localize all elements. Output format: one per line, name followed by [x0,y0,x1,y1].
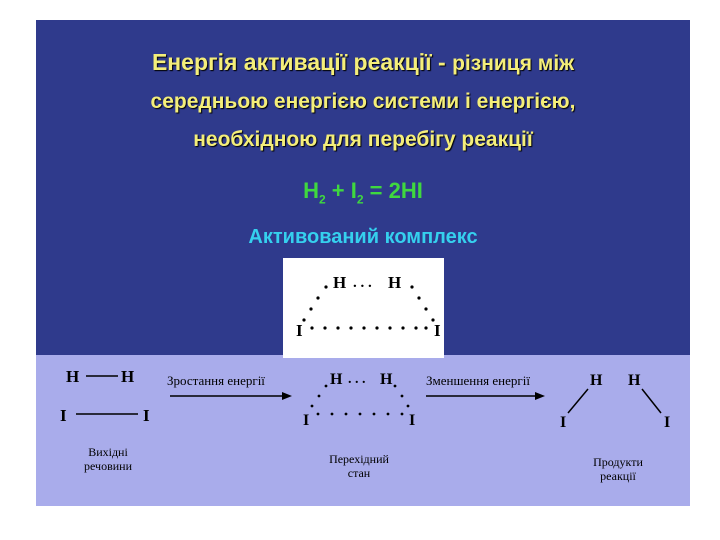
ts-i-right: I [409,412,415,429]
transition-caption-2: стан [348,466,371,480]
diagram-band [36,355,690,506]
complex-i-right: I [434,321,441,340]
reactant-i-left: I [60,406,67,425]
complex-hh-dots: . . . [353,275,372,291]
complex-i-left: I [296,321,303,340]
eq-sub2: 2 [356,192,364,207]
ts-dots [310,384,410,416]
title-rest-line1: різниця між [452,52,575,75]
slide-title: Енергія активації реакції - різниця між … [36,44,690,158]
ts-h-right: H [380,371,393,388]
ts-hh-dots: . . . [348,372,366,387]
ts-h-left: H [330,371,343,388]
transition-state-structure: H . . . H I I [303,371,415,429]
reactant-i-right: I [143,406,150,425]
reactants-caption-2: речовини [84,459,133,473]
title-line3: необхідною для перебігу реакції [193,128,533,151]
energy-increase-label: Зростання енергії [167,373,265,388]
reactant-h-right: H [121,367,134,386]
complex-h-right: H [388,273,401,292]
slide: Енергія активації реакції - різниця між … [36,20,690,506]
product-h-right: H [628,372,641,389]
complex-dots [302,285,435,330]
h-i-bond-left [567,388,589,414]
energy-decrease-arrow: Зменшення енергії [426,373,545,400]
ts-i-left: I [303,412,309,429]
title-line2: середньою енергією системи і енергією, [150,90,576,113]
energy-decrease-label: Зменшення енергії [426,373,530,388]
eq-result: = 2HI [363,178,423,203]
reactants-caption-1: Вихідні [88,445,128,459]
activated-complex-structure: H . . . H I I [296,273,441,340]
product-h-left: H [590,372,603,389]
title-bold-part: Енергія активації реакції - [151,49,453,75]
complex-h-left: H [333,273,346,292]
reactants-structure: H H I I [60,367,150,425]
eq-h: H [303,178,319,203]
products-caption-1: Продукти [593,455,643,469]
captions: Вихідні речовини Перехідний стан Продукт… [84,445,643,483]
transition-caption-1: Перехідний [329,452,389,466]
products-structure: H H I I [560,372,670,431]
reactant-h-left: H [66,367,79,386]
product-i-left: I [560,414,566,431]
activated-complex-label: Активований комплекс [248,226,478,248]
products-caption-2: реакції [600,469,636,483]
reaction-equation: H2 + I2 = 2HI [36,178,690,206]
product-i-right: I [664,414,670,431]
eq-sub1: 2 [319,192,326,207]
eq-plus-i: + I [325,178,357,203]
h-i-bond-right [641,388,662,414]
energy-increase-arrow: Зростання енергії [167,373,292,400]
